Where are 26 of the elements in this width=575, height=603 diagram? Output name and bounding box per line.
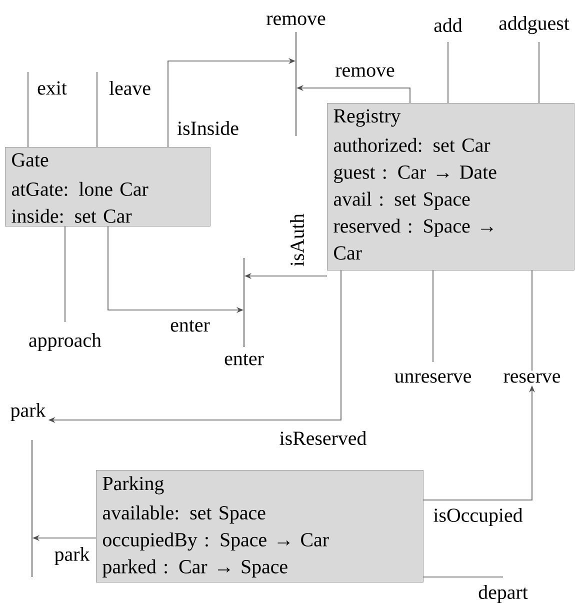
line (432, 270, 434, 362)
edge-label: add (434, 18, 462, 32)
bar-label: enter (224, 354, 264, 366)
component-box: Parking available: set Space occupiedBy : Space → Car parked : Car → Space (96, 470, 424, 582)
edge-label: unreserve (394, 373, 472, 383)
edge-label: remove (336, 67, 394, 77)
edge-label: isOccupied (434, 508, 523, 526)
port-label: park (10, 402, 46, 422)
port-label: reserve (504, 373, 560, 383)
component-box: Registry authorized: set Car guest : Car → Date avail : set Space reserved : Space → Car (327, 103, 574, 270)
edge-label: isAuth (290, 214, 304, 266)
edge-label: addguest (499, 16, 570, 34)
line (96, 72, 98, 148)
edge-label: leave (109, 81, 150, 96)
edge-label: exit (38, 81, 67, 95)
edge-label: approach (29, 332, 102, 352)
edge-label: isReserved (280, 431, 366, 446)
line (538, 42, 540, 104)
edge-label: enter (170, 320, 210, 332)
edge-label: park (54, 546, 90, 566)
line (423, 576, 504, 578)
component-box: Gate atGate: lone Car inside: set Car (5, 147, 210, 226)
edge-label: isInside (177, 121, 238, 136)
bar-label: remove (266, 16, 326, 26)
line (64, 226, 66, 322)
edge-label: depart (478, 584, 528, 603)
